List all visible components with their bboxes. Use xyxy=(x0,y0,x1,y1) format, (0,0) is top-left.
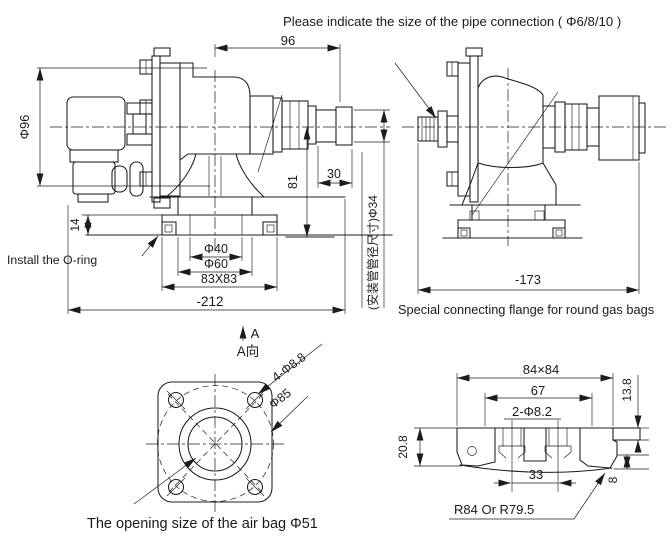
dim-section-outline: 84×84 xyxy=(523,362,560,377)
side-view-drawing: 96 Φ96 (安装管管径尺寸)Φ34 30 81 14 Install the… xyxy=(7,33,393,314)
dim-lip-height: 13.8 xyxy=(620,378,634,402)
dim-height-to-base: 81 xyxy=(286,175,300,189)
holes-label: 2-Φ8.2 xyxy=(512,404,552,419)
dim-flange-overall-length: -173 xyxy=(515,272,541,287)
dim-total-height: 20.8 xyxy=(396,435,410,459)
dim-bolt-span: 67 xyxy=(531,383,545,398)
page-title: Please indicate the size of the pipe con… xyxy=(283,14,621,29)
dim-body-diameter: Φ96 xyxy=(17,115,32,140)
section-arrow-label: A xyxy=(251,326,260,341)
section-view-label: A向 xyxy=(237,344,260,359)
flange-view-drawing: -173 Special connecting flange for round… xyxy=(394,47,666,317)
opening-view-drawing: A A向 4-Φ8.8 Φ85 The opening size of the … xyxy=(87,326,323,532)
flange-view-caption: Special connecting flange for round gas … xyxy=(398,302,654,317)
section-view-drawing: 84×84 67 2-Φ8.2 13.8 20.8 33 8 R84 Or R7… xyxy=(396,362,649,520)
dim-bore: Φ40 xyxy=(204,242,228,256)
dim-hole-spacing: 33 xyxy=(529,467,543,482)
dim-pipe-offset: 30 xyxy=(327,167,341,181)
dim-step: 8 xyxy=(606,476,620,483)
opening-view-caption: The opening size of the air bag Φ51 xyxy=(87,516,318,532)
radius-label: R84 Or R79.5 xyxy=(454,502,534,517)
dim-overall-length: -212 xyxy=(196,294,223,309)
pipe-note-vertical: (安装管管径尺寸)Φ34 xyxy=(365,195,380,310)
dim-flange-square: 83X83 xyxy=(201,272,237,286)
oring-label: Install the O-ring xyxy=(7,253,97,267)
dim-overall-width: 96 xyxy=(281,33,295,48)
dim-boss: Φ60 xyxy=(204,257,228,271)
bolt-holes-label: 4-Φ8.8 xyxy=(269,350,308,384)
dim-oring-groove: 14 xyxy=(68,218,82,232)
